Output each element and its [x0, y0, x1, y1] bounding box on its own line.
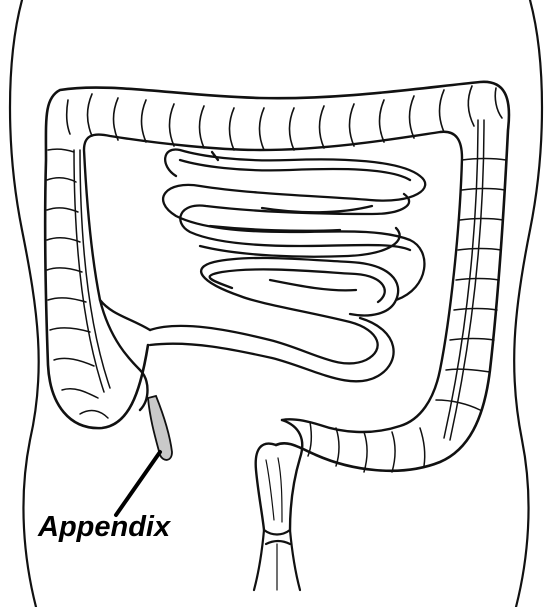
- rectum-shading-2: [278, 458, 282, 522]
- torso-left-edge: [10, 0, 39, 607]
- rectum-shading: [266, 460, 274, 520]
- rectum-right-wall: [282, 420, 302, 530]
- colon-outer-wall: [45, 82, 509, 471]
- rectum-left-wall: [256, 444, 276, 530]
- small-intestine-coil-c: [270, 280, 356, 290]
- appendix-pointer: [116, 452, 160, 515]
- descending-haustra: [436, 159, 506, 411]
- colon-taenia-descending: [450, 120, 484, 440]
- torso-right-edge: [514, 0, 542, 607]
- small-intestine: [150, 149, 425, 381]
- anal-canal-right: [290, 530, 300, 590]
- small-intestine-coil-d: [262, 206, 372, 212]
- appendix: Appendix: [37, 396, 172, 543]
- anal-canal-top: [264, 530, 290, 535]
- sigmoid-haustra: [308, 422, 425, 472]
- appendix-label: Appendix: [37, 511, 172, 543]
- large-intestine: [45, 82, 509, 472]
- anal-canal-left: [254, 530, 264, 590]
- anal-canal-bottom: [266, 541, 290, 544]
